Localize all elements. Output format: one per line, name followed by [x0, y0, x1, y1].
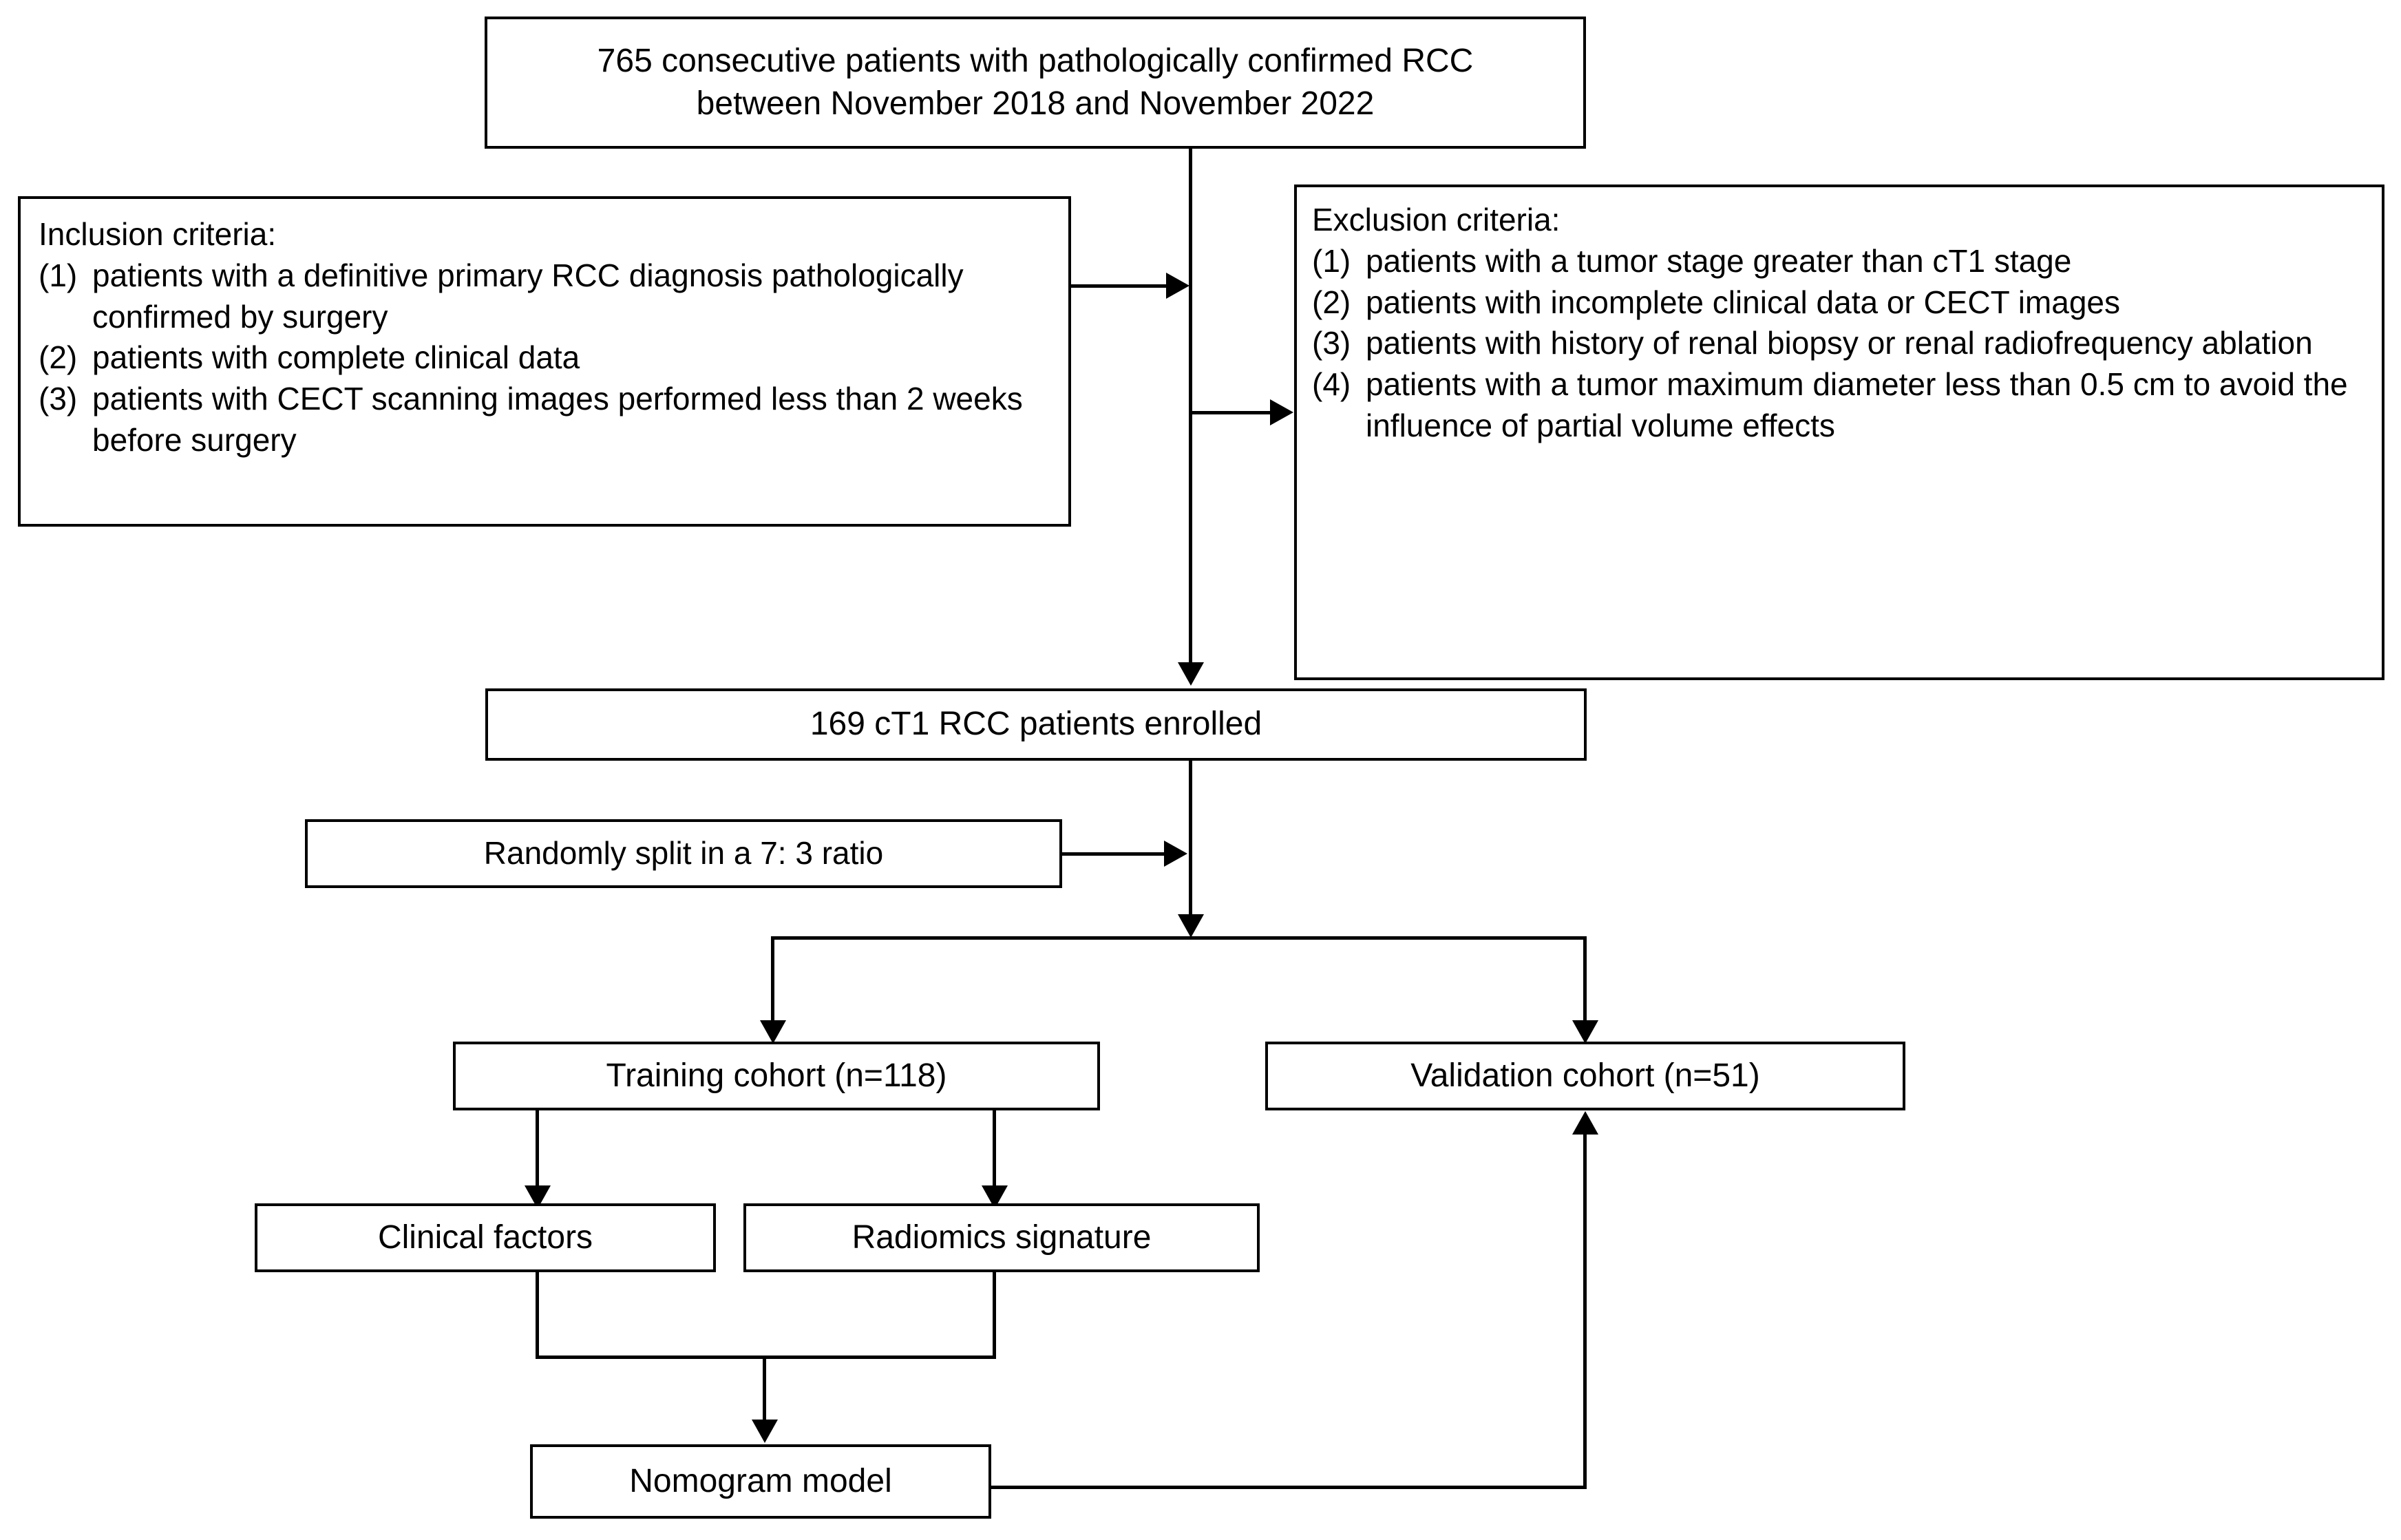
arrowhead-merge-to-nomogram: [752, 1420, 778, 1443]
connector-junction-left-drop: [771, 936, 774, 1026]
exclusion-item-3-number: (3): [1312, 325, 1351, 361]
node-random-split: Randomly split in a 7: 3 ratio: [305, 819, 1062, 888]
arrowhead-source-to-enrolled: [1178, 662, 1204, 686]
inclusion-item-3: (3) patients with CECT scanning images p…: [39, 379, 1050, 461]
connector-split-junction-bar: [771, 936, 1587, 940]
connector-training-to-clinical: [536, 1110, 539, 1190]
clinical-factors-label: Clinical factors: [377, 1219, 593, 1256]
connector-inclusion-to-spine: [1071, 284, 1167, 288]
validation-cohort-label: Validation cohort (n=51): [1410, 1057, 1760, 1094]
node-clinical-factors: Clinical factors: [255, 1203, 716, 1272]
exclusion-item-4-text: patients with a tumor maximum diameter l…: [1366, 366, 2348, 443]
inclusion-item-2: (2) patients with complete clinical data: [39, 337, 1050, 379]
connector-merge-to-nomogram: [763, 1356, 766, 1424]
connector-training-to-radiomics: [993, 1110, 996, 1190]
inclusion-item-3-number: (3): [39, 381, 78, 417]
arrowhead-inclusion-to-spine: [1166, 273, 1189, 299]
exclusion-item-2: (2) patients with incomplete clinical da…: [1312, 282, 2364, 324]
inclusion-item-3-text: patients with CECT scanning images perfo…: [92, 381, 1023, 458]
connector-nomogram-to-validation-h: [991, 1486, 1587, 1489]
connector-junction-right-drop: [1583, 936, 1587, 1026]
exclusion-item-4: (4) patients with a tumor maximum diamet…: [1312, 364, 2364, 447]
exclusion-item-1: (1) patients with a tumor stage greater …: [1312, 241, 2364, 282]
exclusion-item-3: (3) patients with history of renal biops…: [1312, 323, 2364, 364]
source-cohort-line2: between November 2018 and November 2022: [696, 85, 1375, 122]
connector-spine-to-exclusion: [1189, 411, 1271, 414]
enrolled-label: 169 cT1 RCC patients enrolled: [810, 706, 1262, 743]
node-training-cohort: Training cohort (n=118): [453, 1042, 1100, 1110]
node-source-cohort: 765 consecutive patients with pathologic…: [485, 17, 1586, 149]
inclusion-item-2-text: patients with complete clinical data: [92, 339, 580, 376]
inclusion-item-1-text: patients with a definitive primary RCC d…: [92, 257, 964, 335]
exclusion-item-1-text: patients with a tumor stage greater than…: [1366, 242, 2072, 279]
node-nomogram-model: Nomogram model: [530, 1444, 991, 1519]
inclusion-heading: Inclusion criteria:: [39, 216, 277, 252]
connector-split-to-spine: [1062, 852, 1165, 856]
arrowhead-nomogram-to-validation: [1572, 1111, 1598, 1135]
node-inclusion-criteria: Inclusion criteria: (1) patients with a …: [18, 196, 1071, 527]
exclusion-item-1-number: (1): [1312, 242, 1351, 279]
inclusion-item-1-number: (1): [39, 257, 78, 293]
connector-enrolled-to-junction: [1189, 761, 1192, 916]
random-split-label: Randomly split in a 7: 3 ratio: [483, 835, 884, 872]
node-validation-cohort: Validation cohort (n=51): [1265, 1042, 1905, 1110]
exclusion-item-2-number: (2): [1312, 284, 1351, 320]
connector-nomogram-to-validation-v: [1583, 1135, 1587, 1488]
node-enrolled: 169 cT1 RCC patients enrolled: [485, 688, 1587, 761]
arrowhead-enrolled-to-junction: [1178, 914, 1204, 938]
arrowhead-split-to-spine: [1164, 841, 1187, 867]
radiomics-signature-label: Radiomics signature: [852, 1219, 1152, 1256]
connector-source-to-enrolled: [1189, 149, 1192, 666]
inclusion-item-1: (1) patients with a definitive primary R…: [39, 255, 1050, 338]
arrowhead-spine-to-exclusion: [1270, 399, 1293, 425]
exclusion-item-3-text: patients with history of renal biopsy or…: [1366, 325, 2313, 361]
exclusion-item-2-text: patients with incomplete clinical data o…: [1366, 284, 2120, 320]
node-exclusion-criteria: Exclusion criteria: (1) patients with a …: [1294, 184, 2384, 680]
inclusion-item-2-number: (2): [39, 339, 78, 376]
connector-radiomics-down: [993, 1272, 996, 1359]
exclusion-heading: Exclusion criteria:: [1312, 202, 1561, 238]
arrowhead-to-training-cohort: [760, 1020, 786, 1044]
nomogram-model-label: Nomogram model: [629, 1462, 892, 1499]
node-radiomics-signature: Radiomics signature: [743, 1203, 1260, 1272]
training-cohort-label: Training cohort (n=118): [606, 1057, 947, 1094]
exclusion-item-4-number: (4): [1312, 366, 1351, 403]
connector-clinical-down: [536, 1272, 539, 1359]
arrowhead-to-validation-cohort: [1572, 1020, 1598, 1044]
source-cohort-line1: 765 consecutive patients with pathologic…: [597, 42, 1474, 79]
